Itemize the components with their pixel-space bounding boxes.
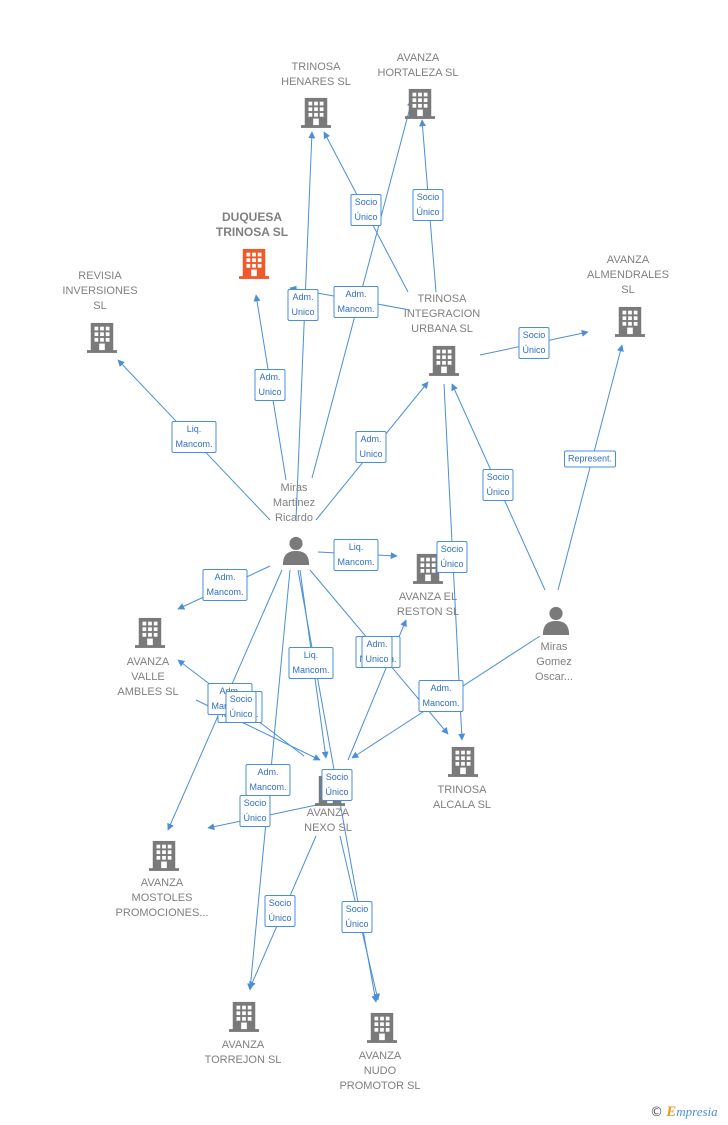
building-icon-avanza-valle[interactable] [135,617,165,648]
building-icon-avanza-nudo[interactable] [367,1012,397,1043]
edge-label: Adm.Unico [287,289,319,321]
edge-label: Adm.Unico [355,431,387,463]
building-icon-avanza-mostoles[interactable] [149,840,179,871]
edge-miras_gomez-to-avanza_almendrales [557,344,624,591]
edge-label: Liq.Mancom. [288,647,334,679]
building-icon-avanza-almendrales[interactable] [615,306,645,337]
copyright-symbol: © [650,1105,663,1120]
building-icon-revisia[interactable] [87,322,117,353]
edge-label: Adm.Unico [361,636,393,668]
empresia-logo: © Empresia [650,1104,718,1121]
building-icon-trinosa-integracion[interactable] [429,345,459,376]
edge-miras_martinez-to-trinosa_henares [295,131,316,521]
edge-label: Adm.Mancom. [245,764,291,796]
edge-label: Adm.Mancom. [202,569,248,601]
building-icon-trinosa-alcala[interactable] [448,746,478,777]
edge-label: Adm.Mancom. [333,286,379,318]
building-icon-avanza-hortaleza[interactable] [405,88,435,119]
person-icon-miras-martinez[interactable] [282,536,310,565]
edge-label: Liq.Mancom. [333,539,379,571]
building-icon-avanza-torrejon[interactable] [229,1001,259,1032]
edge-label: Liq.Mancom. [171,421,217,453]
person-icon-miras-gomez[interactable] [542,606,570,635]
brand-initial: E [666,1104,677,1120]
edge-label: Adm.Unico [254,369,286,401]
building-icon-duquesa-trinosa[interactable] [239,248,269,279]
edge-label: Adm.Mancom. [418,680,464,712]
brand-name: mpresia [676,1104,718,1119]
building-icon-trinosa-henares[interactable] [301,97,331,128]
edge-label: Represent. [563,450,617,468]
